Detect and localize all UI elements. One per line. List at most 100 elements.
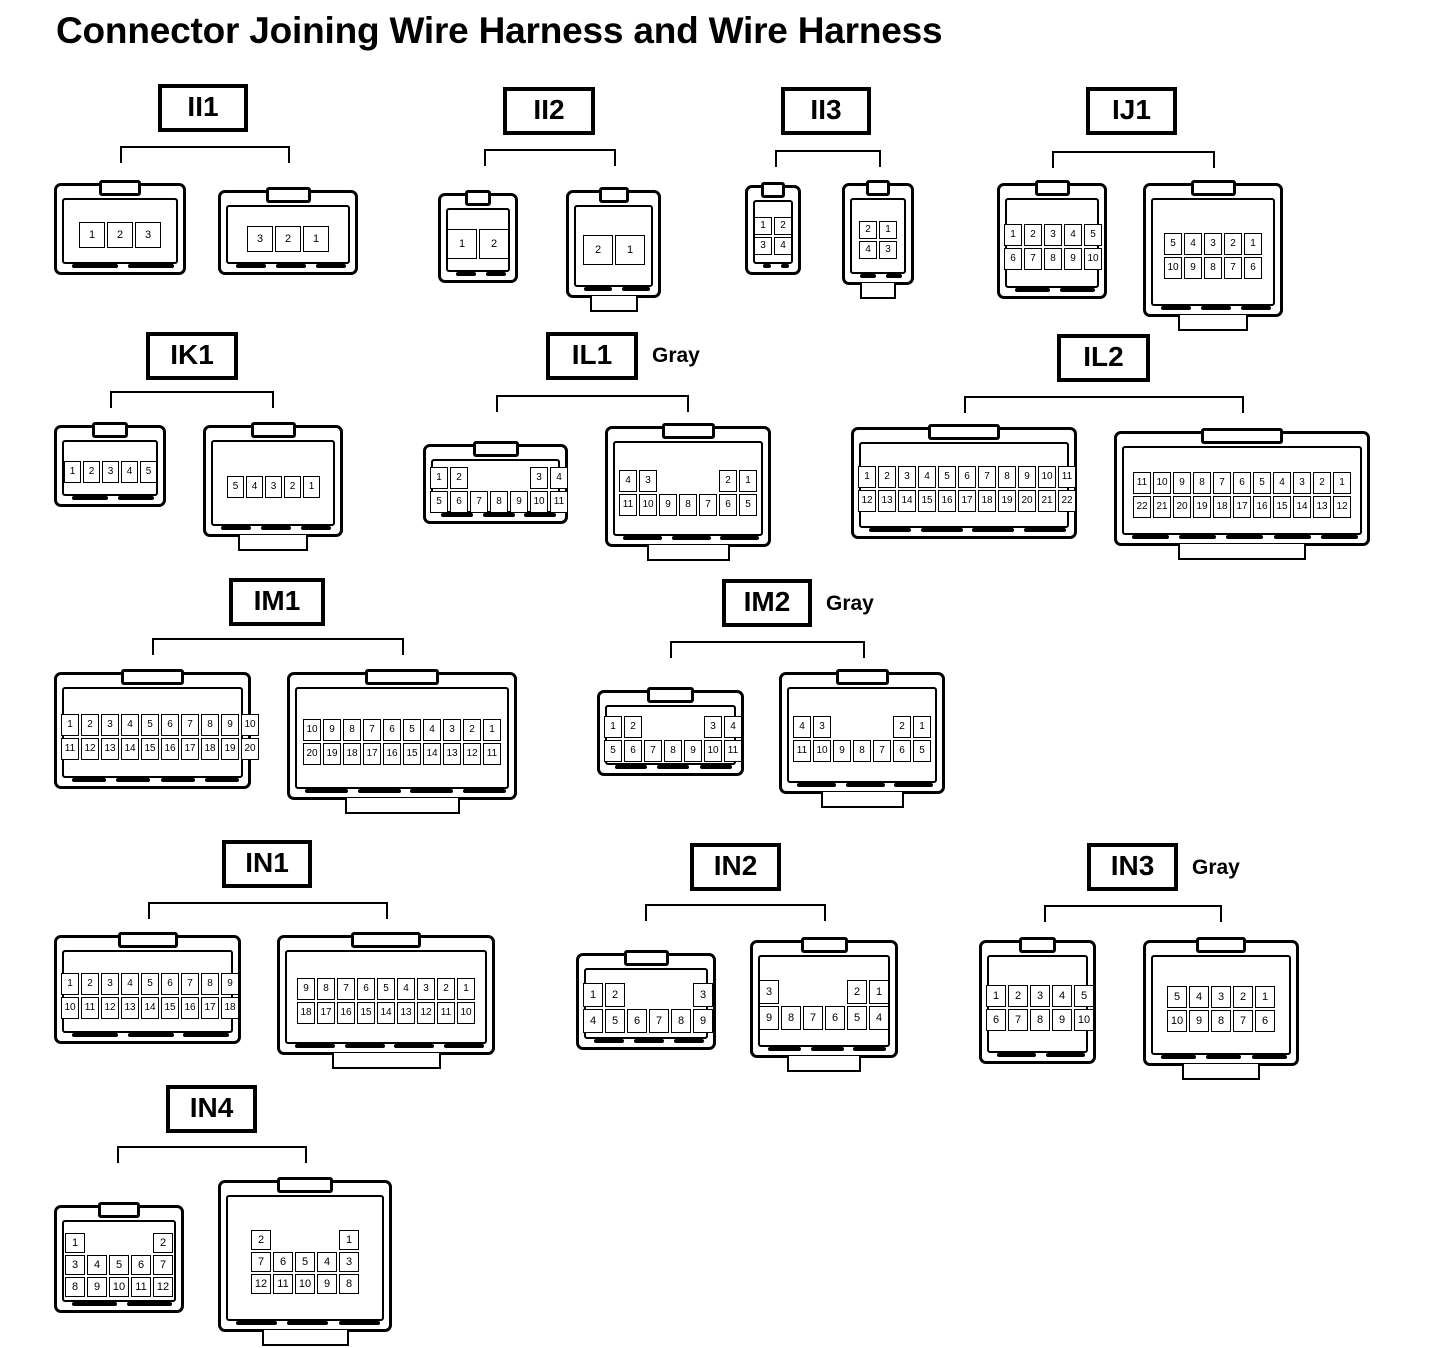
- mount-foot-in2: [787, 1056, 861, 1072]
- bracket-in2: [645, 904, 826, 921]
- pin-17: 17: [1233, 496, 1251, 518]
- slot-il2-right: [1320, 535, 1358, 539]
- pin-12: 12: [1333, 496, 1351, 518]
- pin-7: 7: [363, 719, 381, 741]
- pin-16: 16: [161, 738, 179, 760]
- pin-3: 3: [101, 973, 119, 995]
- pin-17: 17: [363, 743, 381, 765]
- pin-cavity-empty: [679, 470, 697, 492]
- pin-19: 19: [323, 743, 341, 765]
- pin-4: 4: [397, 978, 415, 1000]
- pin-16: 16: [938, 490, 956, 512]
- pin-18: 18: [978, 490, 996, 512]
- color-note-in3: Gray: [1192, 856, 1240, 879]
- pin-cavity-empty: [273, 1230, 293, 1250]
- pin-cavity-empty: [644, 716, 662, 738]
- pin-2: 2: [107, 222, 133, 248]
- pin-18: 18: [297, 1002, 315, 1024]
- pin-3: 3: [813, 716, 831, 738]
- pin-4: 4: [1184, 233, 1202, 255]
- pin-cavity-empty: [803, 980, 823, 1004]
- latch-im2-left: [647, 687, 694, 703]
- pin-2: 2: [81, 714, 99, 736]
- mount-foot-im2: [821, 792, 904, 808]
- pin-3: 3: [265, 476, 282, 498]
- pin-1: 1: [739, 470, 757, 492]
- pin-9: 9: [1184, 257, 1202, 279]
- latch-in4-left: [98, 1202, 140, 1218]
- pin-cavity-empty: [684, 716, 702, 738]
- slot-in1-right: [344, 1044, 385, 1048]
- slot-in3-left: [1045, 1053, 1085, 1057]
- pin-7: 7: [153, 1255, 173, 1275]
- latch-il1-left: [473, 441, 519, 457]
- pin-2: 2: [463, 719, 481, 741]
- pin-17: 17: [958, 490, 976, 512]
- pin-2: 2: [1313, 472, 1331, 494]
- pin-11: 11: [1058, 466, 1076, 488]
- housing-ij1-right: [1151, 198, 1275, 306]
- connector-label-il2: IL2: [1057, 334, 1150, 382]
- page-title: Connector Joining Wire Harness and Wire …: [56, 10, 943, 51]
- pin-2: 2: [83, 461, 100, 483]
- pin-1: 1: [869, 980, 889, 1004]
- pin-8: 8: [343, 719, 361, 741]
- pin-1: 1: [339, 1230, 359, 1250]
- pin-9: 9: [87, 1277, 107, 1297]
- pin-6: 6: [450, 491, 468, 513]
- pin-12: 12: [153, 1277, 173, 1297]
- pin-8: 8: [317, 978, 335, 1000]
- housing-ik1-right: [211, 440, 335, 526]
- pin-14: 14: [898, 490, 916, 512]
- pin-9: 9: [1064, 248, 1082, 270]
- pin-cavity-empty: [853, 716, 871, 738]
- pin-5: 5: [847, 1006, 867, 1030]
- latch-im1-right: [365, 669, 439, 685]
- pin-10: 10: [303, 719, 321, 741]
- pin-10: 10: [1167, 1010, 1187, 1032]
- pin-19: 19: [221, 738, 239, 760]
- pin-3: 3: [339, 1252, 359, 1272]
- pin-12: 12: [81, 738, 99, 760]
- pin-6: 6: [719, 494, 737, 516]
- slot-ij1-right: [1201, 306, 1231, 310]
- pin-4: 4: [918, 466, 936, 488]
- pin-1: 1: [604, 716, 622, 738]
- pin-cavity-empty: [825, 980, 845, 1004]
- pin-7: 7: [181, 973, 199, 995]
- pin-18: 18: [343, 743, 361, 765]
- pin-3: 3: [704, 716, 722, 738]
- slot-in2-left: [674, 1039, 704, 1043]
- slot-ik1-right: [261, 526, 291, 530]
- latch-im2-right: [836, 669, 889, 685]
- pin-6: 6: [383, 719, 401, 741]
- slot-il1-right: [623, 536, 662, 540]
- pin-1: 1: [61, 973, 79, 995]
- slot-im1-right: [305, 789, 348, 793]
- pin-9: 9: [297, 978, 315, 1000]
- bracket-im2: [670, 641, 865, 658]
- pin-16: 16: [337, 1002, 355, 1024]
- housing-in3-right: [1151, 955, 1291, 1055]
- pin-cavity-empty: [295, 1230, 315, 1250]
- slot-in2-right: [768, 1047, 801, 1051]
- pin-4: 4: [121, 973, 139, 995]
- pin-15: 15: [141, 738, 159, 760]
- pin-14: 14: [1293, 496, 1311, 518]
- pin-18: 18: [1213, 496, 1231, 518]
